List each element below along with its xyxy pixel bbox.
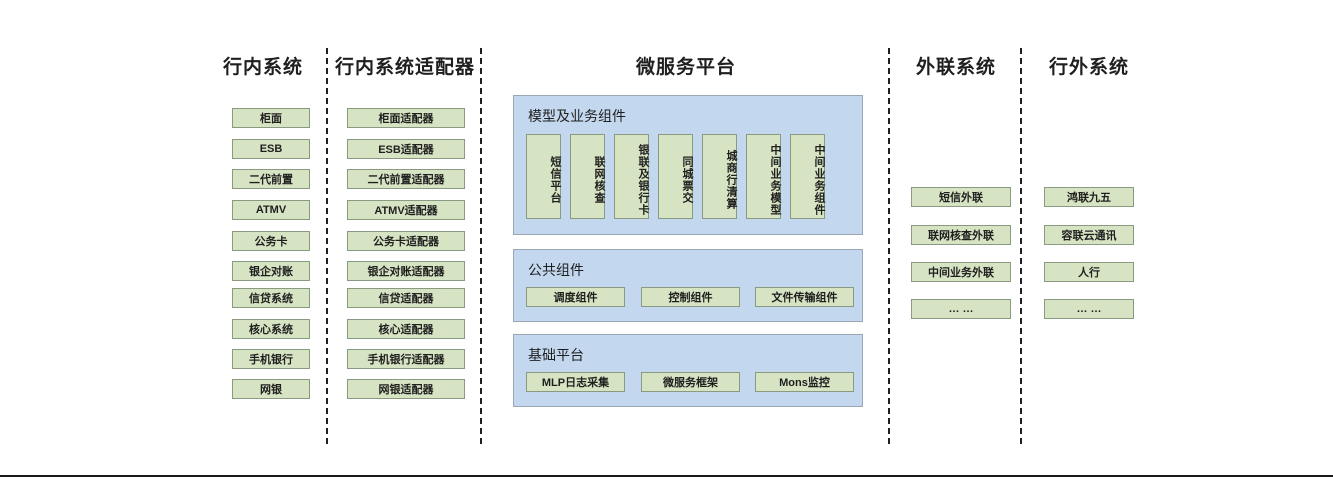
column-title-internal-adapters: 行内系统适配器 [334,57,475,78]
panel-base-platform: 基础平台 [513,334,863,407]
node-model-component[interactable]: 中间业务模型 [746,134,781,219]
node-internal-system[interactable]: 网银 [232,379,310,399]
node-outside-bank-system[interactable]: 鸿联九五 [1044,187,1134,207]
node-model-component[interactable]: 中间业务组件 [790,134,825,219]
node-internal-system[interactable]: ATMV [232,200,310,220]
bottom-rule [0,475,1333,477]
divider-1 [326,48,328,444]
node-internal-adapter[interactable]: 核心适配器 [347,319,465,339]
node-base-platform-component[interactable]: MLP日志采集 [526,372,625,392]
node-internal-system[interactable]: 柜面 [232,108,310,128]
node-internal-system[interactable]: 手机银行 [232,349,310,369]
panel-public-components: 公共组件 [513,249,863,322]
panel-title-model-business-components: 模型及业务组件 [528,108,626,124]
divider-3 [888,48,890,444]
node-internal-adapter[interactable]: 网银适配器 [347,379,465,399]
node-model-component[interactable]: 短信平台 [526,134,561,219]
node-base-platform-component[interactable]: 微服务框架 [641,372,740,392]
panel-title-base-platform: 基础平台 [528,347,584,363]
node-outside-bank-system[interactable]: 人行 [1044,262,1134,282]
node-internal-system[interactable]: 公务卡 [232,231,310,251]
node-internal-adapter[interactable]: 手机银行适配器 [347,349,465,369]
node-external-liaison[interactable]: 短信外联 [911,187,1011,207]
divider-4 [1020,48,1022,444]
node-model-component[interactable]: 银联及银行卡 [614,134,649,219]
node-internal-system[interactable]: 核心系统 [232,319,310,339]
panel-title-public-components: 公共组件 [528,262,584,278]
node-model-component[interactable]: 同城票交 [658,134,693,219]
node-internal-system[interactable]: 二代前置 [232,169,310,189]
node-outside-bank-system[interactable]: … … [1044,299,1134,319]
node-internal-adapter[interactable]: ESB适配器 [347,139,465,159]
node-internal-system[interactable]: ESB [232,139,310,159]
node-model-component[interactable]: 城商行清算 [702,134,737,219]
node-public-component[interactable]: 调度组件 [526,287,625,307]
node-internal-system[interactable]: 信贷系统 [232,288,310,308]
node-internal-adapter[interactable]: 二代前置适配器 [347,169,465,189]
node-internal-adapter[interactable]: 公务卡适配器 [347,231,465,251]
node-public-component[interactable]: 控制组件 [641,287,740,307]
node-external-liaison[interactable]: … … [911,299,1011,319]
node-external-liaison[interactable]: 中间业务外联 [911,262,1011,282]
node-model-component[interactable]: 联网核查 [570,134,605,219]
node-public-component[interactable]: 文件传输组件 [755,287,854,307]
node-internal-adapter[interactable]: ATMV适配器 [347,200,465,220]
node-internal-system[interactable]: 银企对账 [232,261,310,281]
column-title-external-liaison: 外联系统 [915,57,996,78]
column-title-internal-systems: 行内系统 [222,57,303,78]
node-internal-adapter[interactable]: 银企对账适配器 [347,261,465,281]
column-title-microservice-platform: 微服务平台 [635,57,736,78]
divider-2 [480,48,482,444]
node-internal-adapter[interactable]: 信贷适配器 [347,288,465,308]
node-internal-adapter[interactable]: 柜面适配器 [347,108,465,128]
node-base-platform-component[interactable]: Mons监控 [755,372,854,392]
node-external-liaison[interactable]: 联网核查外联 [911,225,1011,245]
column-title-outside-bank-systems: 行外系统 [1048,57,1129,78]
node-outside-bank-system[interactable]: 容联云通讯 [1044,225,1134,245]
